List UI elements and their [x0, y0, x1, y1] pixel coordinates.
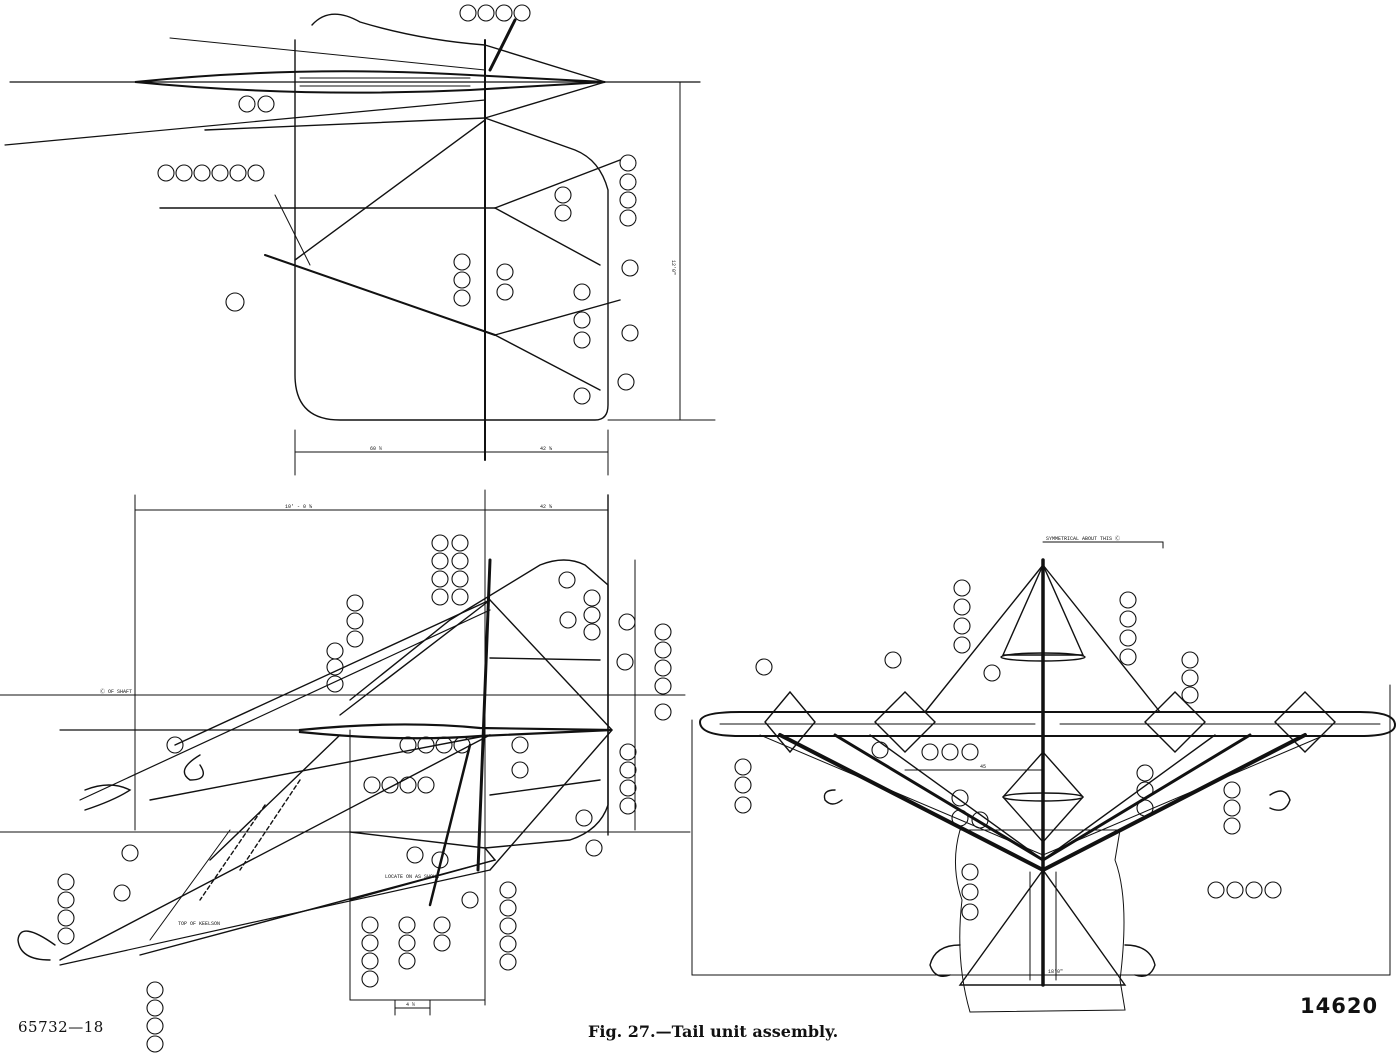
plan-dim-span: 12'0": [670, 260, 676, 275]
side-label-shaft: Ⓒ OF SHAFT: [100, 688, 132, 695]
drawing-number: 14620: [1300, 994, 1379, 1018]
side-dim-bottom: 4 ½: [406, 1002, 415, 1008]
side-dim-overall: 10' - 0 ⅝: [285, 504, 312, 510]
end-label-symmetrical: SYMMETRICAL ABOUT THIS Ⓒ: [1046, 535, 1120, 542]
side-view: [0, 489, 691, 1053]
side-label-locate: LOCATE ON AS SHOWN: [385, 874, 439, 880]
plate-number: 65732—18: [18, 1018, 104, 1036]
leading-edge-curve: [311, 13, 486, 46]
side-dim-right: 42 ⅝: [540, 504, 552, 510]
stabilizer-outline: [294, 39, 609, 421]
end-dim-span: 18'0": [1048, 969, 1063, 975]
figure-caption: Fig. 27.—Tail unit assembly.: [588, 1022, 839, 1041]
end-view: [691, 541, 1397, 1013]
plan-view: [4, 4, 716, 476]
end-dim-small: 45: [980, 764, 986, 770]
side-label-keelson: TOP OF KEELSON: [178, 921, 220, 927]
plan-dim-right: 42 ⅝: [540, 446, 552, 452]
plan-dim-left: 60 ½: [370, 446, 382, 452]
